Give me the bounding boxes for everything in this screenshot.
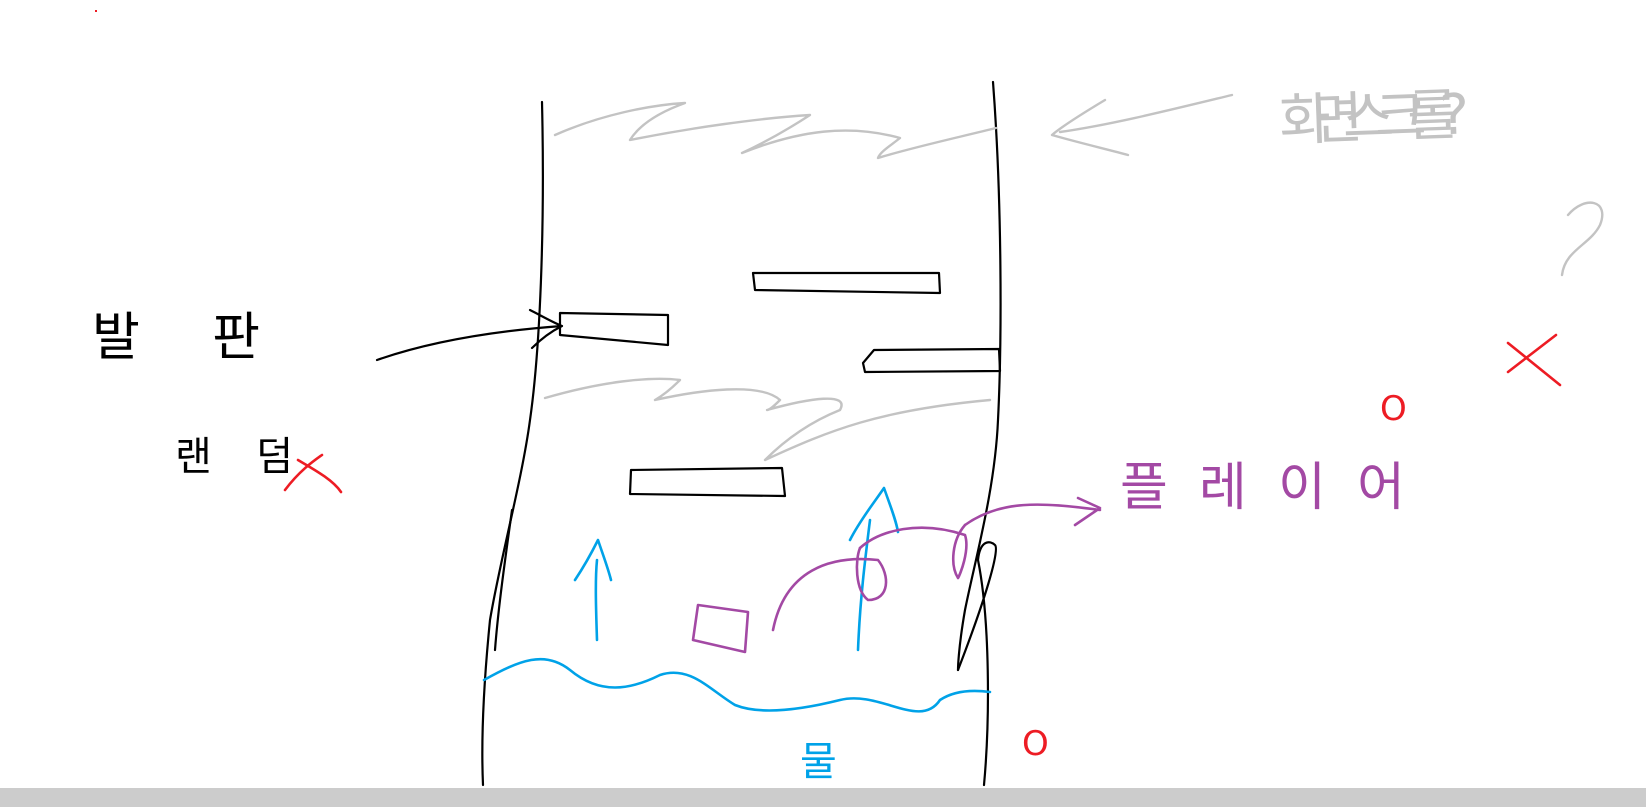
player-arrow bbox=[963, 496, 1102, 527]
water-yes-mark: O bbox=[1022, 724, 1049, 764]
top-wave bbox=[553, 101, 998, 160]
player-label: 플레이어 bbox=[1120, 458, 1405, 518]
arrow-to-column bbox=[1050, 93, 1234, 157]
jump-arc-1 bbox=[771, 546, 888, 632]
platform-4 bbox=[628, 466, 787, 498]
rise-arrow-1 bbox=[573, 538, 613, 642]
play-column bbox=[481, 80, 1002, 787]
screen-scroll-label: 화면 스크롤? bbox=[1278, 82, 1604, 277]
jump-arc-2 bbox=[858, 523, 968, 580]
platform-1 bbox=[751, 271, 942, 295]
horizontal-scrollbar[interactable] bbox=[0, 788, 1646, 807]
screen-scroll-text: 화면 스크롤? bbox=[1278, 82, 1470, 154]
stray-dot bbox=[95, 10, 97, 12]
scroll-waves bbox=[543, 101, 998, 462]
player-yes-mark: O bbox=[1380, 389, 1407, 429]
player-figure bbox=[691, 496, 1102, 654]
water-surface bbox=[482, 657, 992, 713]
left-wall-inner bbox=[493, 508, 514, 652]
scrollbar-thumb[interactable] bbox=[0, 788, 1646, 807]
platform-label: 발판 bbox=[92, 308, 564, 368]
random-no-mark bbox=[283, 453, 343, 494]
platform-2 bbox=[558, 311, 670, 347]
question-mark-icon bbox=[1560, 201, 1604, 277]
random-text: 랜덤 bbox=[175, 434, 293, 480]
platform-arrow bbox=[375, 308, 564, 362]
platforms bbox=[558, 271, 1002, 498]
platform-3 bbox=[861, 347, 1002, 374]
left-wall bbox=[481, 100, 544, 787]
player-box bbox=[691, 603, 750, 654]
mid-wave bbox=[543, 377, 992, 462]
water-rise-arrows bbox=[573, 486, 900, 652]
water-label: 물 bbox=[800, 739, 837, 785]
right-wall-lower bbox=[956, 541, 997, 787]
platform-text: 발판 bbox=[92, 308, 260, 368]
right-wall bbox=[956, 80, 1002, 672]
scroll-no-mark bbox=[1506, 333, 1562, 387]
rise-arrow-2 bbox=[848, 486, 900, 652]
